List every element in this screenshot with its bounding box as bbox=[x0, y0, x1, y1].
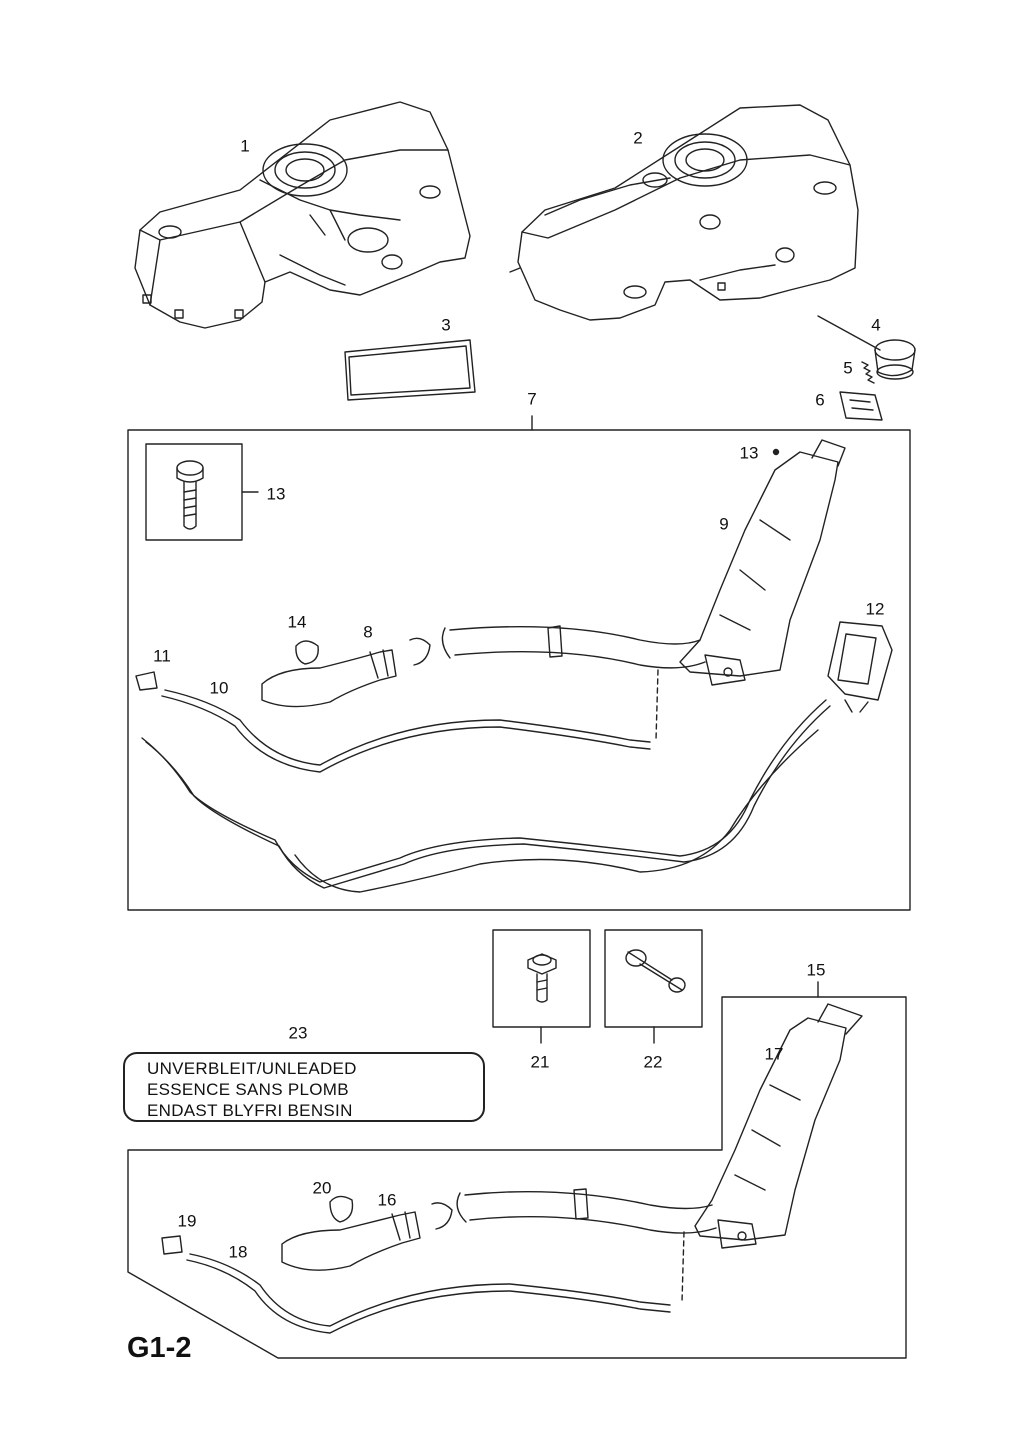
unleaded-label-23: UNVERBLEIT/UNLEADED ESSENCE SANS PLOMB E… bbox=[123, 1052, 485, 1122]
callout-7: 7 bbox=[527, 389, 537, 409]
callout-23: 23 bbox=[288, 1023, 308, 1043]
label-line-3: ENDAST BLYFRI BENSIN bbox=[147, 1101, 353, 1120]
callout-20: 20 bbox=[312, 1178, 332, 1198]
clamp-20-drawing bbox=[329, 1195, 354, 1223]
filler-pipe-9-drawing bbox=[679, 439, 846, 686]
callout-17: 17 bbox=[764, 1044, 784, 1064]
callout-14: 14 bbox=[287, 612, 307, 632]
page-code: G1-2 bbox=[127, 1332, 192, 1364]
callout-18: 18 bbox=[228, 1242, 248, 1262]
sleeve-22-drawing bbox=[625, 949, 686, 993]
callout-6: 6 bbox=[815, 390, 825, 410]
callout-1: 1 bbox=[240, 136, 250, 156]
callout-8: 8 bbox=[363, 622, 373, 642]
callout-3: 3 bbox=[441, 315, 451, 335]
bolt-13-drawing bbox=[176, 460, 204, 530]
filler-cap-4-drawing bbox=[817, 315, 916, 380]
callout-12: 12 bbox=[865, 599, 885, 619]
vent-line-18-drawing bbox=[161, 1231, 685, 1334]
callout-19: 19 bbox=[177, 1211, 197, 1231]
seal-6-drawing bbox=[839, 391, 883, 421]
label-line-2: ESSENCE SANS PLOMB bbox=[147, 1080, 349, 1099]
pipe-16-drawing bbox=[281, 1188, 717, 1271]
sleeve-box-22 bbox=[604, 929, 703, 1028]
clamp-14-drawing bbox=[295, 640, 319, 665]
callout-9: 9 bbox=[719, 514, 729, 534]
bolt-21-drawing bbox=[527, 953, 557, 1003]
bolt-box-13 bbox=[145, 443, 243, 541]
label-line-1: UNVERBLEIT/UNLEADED bbox=[147, 1059, 357, 1078]
callout-13-pipe: 13 bbox=[739, 443, 759, 463]
callout-22: 22 bbox=[643, 1052, 663, 1072]
callout-15: 15 bbox=[806, 960, 826, 980]
vent-line-10-drawing bbox=[135, 669, 659, 773]
pad-3-drawing bbox=[344, 339, 476, 401]
assembly-7-frame bbox=[127, 429, 911, 911]
cap-11-drawing bbox=[135, 671, 158, 691]
bolt-13-pipe bbox=[772, 448, 780, 456]
callout-2: 2 bbox=[633, 128, 643, 148]
fuel-tank-2-drawing bbox=[509, 104, 859, 321]
callout-16: 16 bbox=[377, 1190, 397, 1210]
bolt-box-21 bbox=[492, 929, 591, 1028]
callout-13-box: 13 bbox=[266, 484, 286, 504]
pipe-8-drawing bbox=[261, 625, 706, 708]
assembly-15-frame bbox=[127, 996, 907, 1359]
fuel-tank-1-drawing bbox=[134, 101, 471, 329]
callout-10: 10 bbox=[209, 678, 229, 698]
filler-pipe-17-drawing bbox=[694, 1003, 863, 1249]
spring-5-drawing bbox=[861, 361, 875, 384]
callout-5: 5 bbox=[843, 358, 853, 378]
callout-21: 21 bbox=[530, 1052, 550, 1072]
callout-11: 11 bbox=[153, 646, 171, 666]
callout-4: 4 bbox=[871, 315, 881, 335]
cap-19-drawing bbox=[161, 1235, 183, 1255]
canister-12-drawing bbox=[827, 621, 893, 713]
long-vent-line-drawing bbox=[141, 699, 831, 893]
